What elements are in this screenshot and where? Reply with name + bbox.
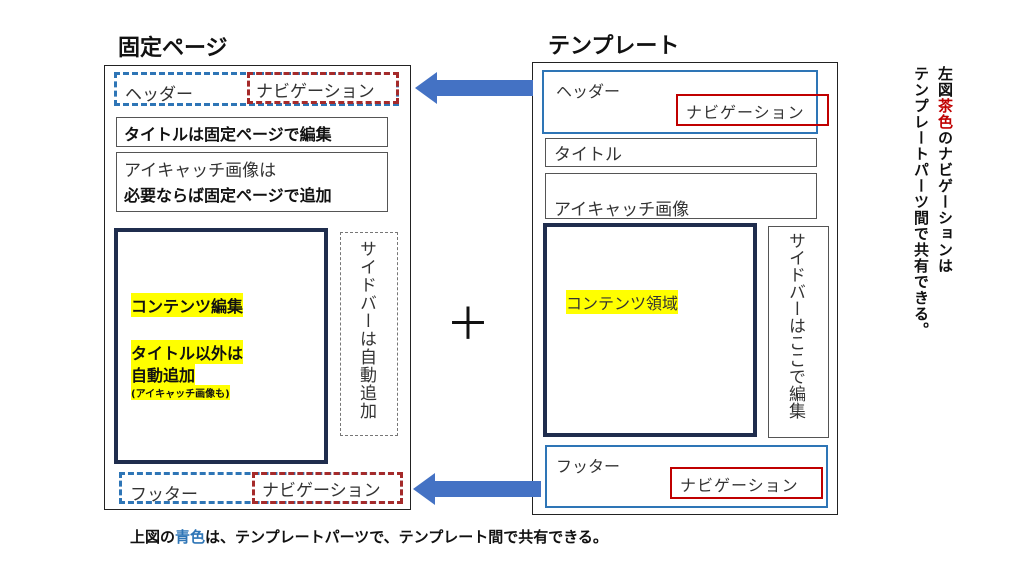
right-title-text: タイトル [554, 145, 622, 165]
left-footer-nav-box [252, 472, 403, 504]
left-content-line3: 自動追加 [131, 362, 196, 386]
bottom-note-pre: 上図の [130, 528, 176, 546]
left-content-line4: (アイキャッチ画像も) [131, 385, 230, 400]
right-footer-box [545, 445, 828, 508]
left-header-label: ヘッダー [125, 85, 193, 105]
left-content-box [114, 228, 328, 464]
right-eyecatch-box [545, 173, 817, 219]
right-sidebar-box [768, 226, 829, 438]
right-footer-nav-box [670, 467, 823, 499]
right-footer-label: フッター [556, 457, 621, 476]
bottom-note: 上図の青色は、テンプレートパーツで、テンプレート間で共有できる。 [130, 526, 608, 547]
left-header-nav-box [247, 72, 399, 104]
right-title-box [545, 138, 817, 167]
left-footer-label: フッター [130, 485, 198, 505]
right-eyecatch-text: アイキャッチ画像 [554, 200, 690, 220]
template-title: テンプレート [548, 34, 680, 59]
header-arrow [415, 72, 533, 104]
bottom-note-colored: 青色 [175, 528, 206, 546]
side-note-col1-pre: 左図 [936, 66, 954, 98]
right-header-nav-label: ナビゲーション [686, 103, 805, 122]
side-note-col1: 左図茶色のナビゲーションは [934, 66, 956, 274]
right-header-box [542, 70, 818, 134]
fixed-page-title: 固定ページ [118, 36, 228, 61]
right-content-text: コンテンツ領域 [566, 290, 679, 314]
side-note-col1-post: のナビゲーションは [936, 130, 954, 274]
left-sidebar-box [340, 232, 398, 436]
left-sidebar-text: サイドバーは自動追加 [356, 240, 376, 420]
plus-sign: ＋ [446, 299, 490, 350]
left-content-line2: タイトル以外は [131, 340, 244, 364]
left-eyecatch-box [116, 152, 388, 212]
right-content-box [543, 223, 757, 437]
right-header-label: ヘッダー [556, 82, 621, 101]
left-content-line1: コンテンツ編集 [131, 293, 244, 317]
side-note-col2: テンプレートパーツ間で共有できる。 [912, 66, 930, 338]
footer-arrow [413, 473, 541, 505]
right-sidebar-text: サイドバーはここで編集 [785, 232, 805, 419]
right-footer-nav-label: ナビゲーション [680, 476, 799, 495]
left-title-box [116, 117, 388, 147]
left-title-text: タイトルは固定ページで編集 [124, 125, 332, 144]
left-eyecatch-line2: 必要ならば固定ページで追加 [124, 186, 332, 205]
right-header-nav-box [676, 94, 829, 126]
side-note: 左図茶色のナビゲーションは テンプレートパーツ間で共有できる。 [906, 66, 956, 396]
left-header-nav-label: ナビゲーション [256, 82, 375, 102]
bottom-note-post: は、テンプレートパーツで、テンプレート間で共有できる。 [205, 528, 608, 546]
left-footer-nav-label: ナビゲーション [262, 481, 381, 501]
side-note-col1-colored: 茶色 [936, 98, 954, 130]
left-eyecatch-line1: アイキャッチ画像は [124, 161, 277, 181]
